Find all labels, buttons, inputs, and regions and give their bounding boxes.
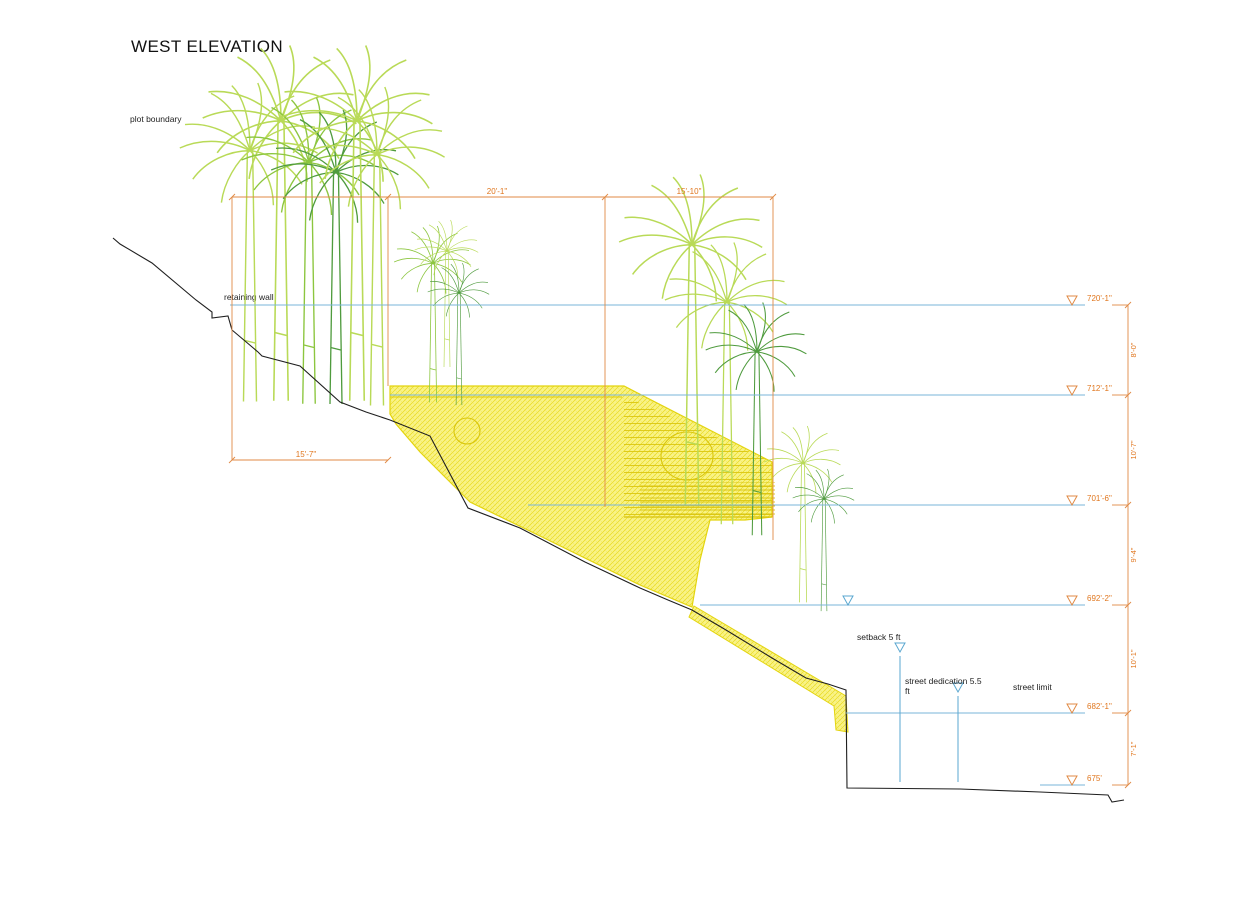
dim-label-20-1: 20'-1"	[487, 187, 508, 196]
vdim-label-2: 10'-7"	[1129, 440, 1138, 459]
plot-boundary-dimensions	[228, 193, 777, 540]
elevation-label-682: 682'-1"	[1087, 702, 1112, 711]
street-dedication-label-line2: ft	[905, 686, 910, 696]
building-mass	[389, 385, 849, 733]
elevation-label-675: 675'	[1087, 774, 1102, 783]
vdim-label-1: 8'-0"	[1129, 342, 1138, 357]
plot-boundary-label: plot boundary	[130, 114, 182, 124]
elevation-markers: 720'-1" 712'-1" 701'-6" 692'-2" 682'-1" …	[1066, 294, 1112, 787]
vdim-label-3: 9'-4"	[1129, 547, 1138, 562]
palm-tree	[393, 225, 471, 403]
palm-tree	[414, 219, 479, 368]
facade-window-circle-left	[453, 417, 481, 445]
vdim-label-4: 10'-1"	[1129, 649, 1138, 668]
palm-tree	[792, 468, 855, 612]
street-dedication-marker-triangle	[952, 682, 964, 694]
vdim-label-5: 7'-1"	[1129, 741, 1138, 756]
retaining-wall-label: retaining wall	[224, 292, 274, 302]
elevation-label-692: 692'-2"	[1087, 594, 1112, 603]
palm-tree	[763, 425, 841, 603]
terrain-grade-line	[112, 237, 1125, 803]
palm-tree	[306, 86, 446, 407]
elevation-label-701: 701'-6"	[1087, 494, 1112, 503]
dim-label-15-7: 15'-7"	[296, 450, 317, 459]
street-setback-markers: setback 5 ft street dedication 5.5 ft st…	[842, 595, 1052, 782]
grade-marker-triangle	[842, 595, 854, 607]
street-limit-label: street limit	[1013, 682, 1052, 692]
drawing-title: WEST ELEVATION	[131, 37, 283, 56]
palm-tree	[277, 44, 434, 402]
lower-banding	[640, 482, 775, 516]
street-dedication-label-line1: street dedication 5.5	[905, 676, 982, 686]
level-lines	[230, 304, 1085, 786]
dim-label-15-10: 15'-10"	[677, 187, 702, 196]
vertical-dimension-chain: 8'-0" 10'-7" 9'-4" 10'-1" 7'-1"	[1112, 301, 1138, 789]
palm-tree	[179, 82, 319, 403]
elevation-label-720: 720'-1"	[1087, 294, 1112, 303]
elevation-label-712: 712'-1"	[1087, 384, 1112, 393]
setback-label: setback 5 ft	[857, 632, 901, 642]
setback-marker-triangle	[894, 642, 906, 654]
palm-tree	[427, 262, 490, 406]
